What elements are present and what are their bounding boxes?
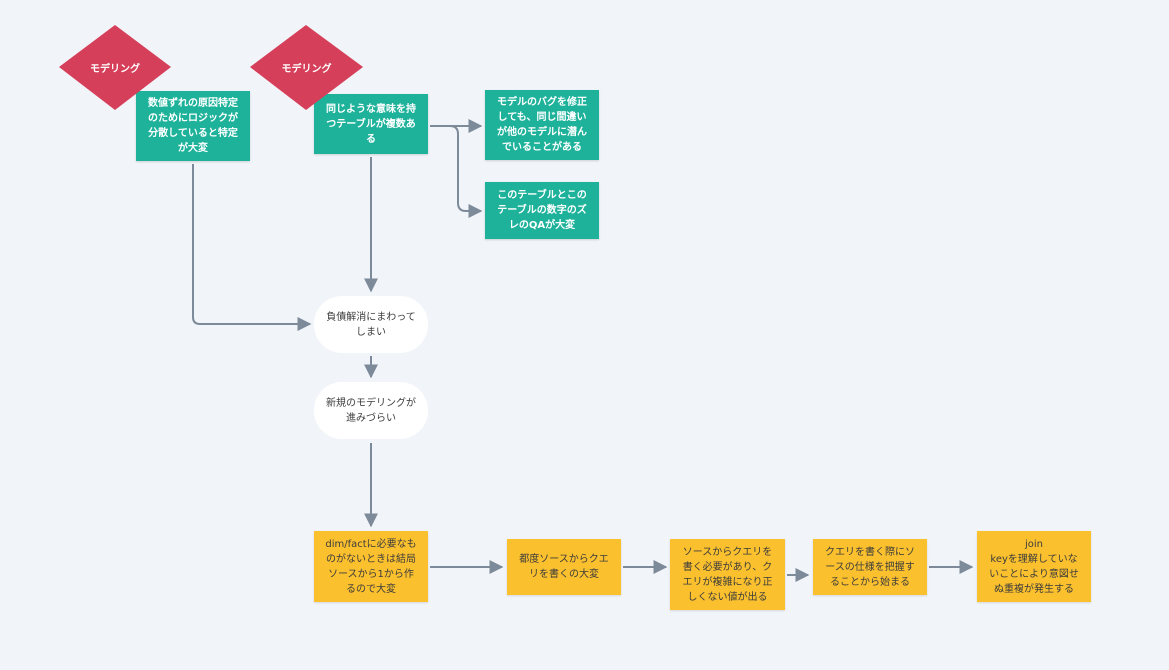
note-build-from-source-text: dim/factに必要なも のがないときは結局 ソースから1から作 るので大変 — [325, 538, 417, 595]
note-join-key-duplicates-text: join keyを理解していな いことにより意図せ ぬ重複が発生する — [989, 538, 1079, 595]
note-join-key-duplicates[interactable]: join keyを理解していな いことにより意図せ ぬ重複が発生する — [977, 531, 1091, 602]
note-understand-spec[interactable]: クエリを書く際にソ ースの仕様を把握す ることから始まる — [813, 539, 927, 595]
edge-t1-to-p1 — [192, 164, 312, 331]
pill-debt-resolution-text: 負債解消にまわって しまい — [326, 311, 416, 338]
note-build-from-source[interactable]: dim/factに必要なも のがないときは結局 ソースから1から作 るので大変 — [314, 531, 428, 602]
decision-modeling-1-label: モデリング — [90, 64, 140, 75]
pill-new-modeling-slow-text: 新規のモデリングが 進みづらい — [326, 397, 416, 424]
diamond-shape — [250, 25, 363, 110]
diamond-shape — [59, 25, 171, 110]
note-query-every-time-text: 都度ソースからクエ リを書くの大変 — [519, 554, 609, 580]
note-query-every-time[interactable]: 都度ソースからクエ リを書くの大変 — [507, 539, 621, 595]
note-logic-scattered-text: 数値ずれの原因特定 のためにロジックが 分散していると特定 が大変 — [148, 98, 238, 154]
decision-modeling-2-label: モデリング — [281, 64, 332, 75]
note-understand-spec-text: クエリを書く際にソ ースの仕様を把握す ることから始まる — [825, 546, 915, 588]
decision-modeling-1[interactable]: モデリング — [59, 25, 171, 110]
note-duplicate-tables-text: 同じような意味を持 つテーブルが複数あ る — [326, 103, 416, 145]
note-qa-mismatch[interactable]: このテーブルとこの テーブルの数字のズ レのQAが大変 — [485, 182, 599, 239]
note-complex-query[interactable]: ソースからクエリを 書く必要があり、ク エリが複雑になり正 しくない値が出る — [670, 539, 785, 610]
note-qa-mismatch-text: このテーブルとこの テーブルの数字のズ レのQAが大変 — [497, 190, 587, 231]
pill-new-modeling-slow[interactable]: 新規のモデリングが 進みづらい — [314, 382, 428, 439]
decision-modeling-2[interactable]: モデリング — [250, 25, 363, 110]
note-bug-lurking[interactable]: モデルのバグを修正 しても、同じ間違い が他のモデルに潜ん でいることがある — [485, 90, 599, 160]
pill-debt-resolution[interactable]: 負債解消にまわって しまい — [314, 296, 428, 353]
note-complex-query-text: ソースからクエリを 書く必要があり、ク エリが複雑になり正 しくない値が出る — [682, 546, 773, 603]
note-logic-scattered[interactable]: 数値ずれの原因特定 のためにロジックが 分散していると特定 が大変 — [136, 91, 250, 161]
note-bug-lurking-text: モデルのバグを修正 しても、同じ間違い が他のモデルに潜ん でいることがある — [497, 97, 587, 153]
edge-t2-to-t4 — [430, 125, 483, 218]
note-duplicate-tables[interactable]: 同じような意味を持 つテーブルが複数あ る — [314, 94, 428, 154]
